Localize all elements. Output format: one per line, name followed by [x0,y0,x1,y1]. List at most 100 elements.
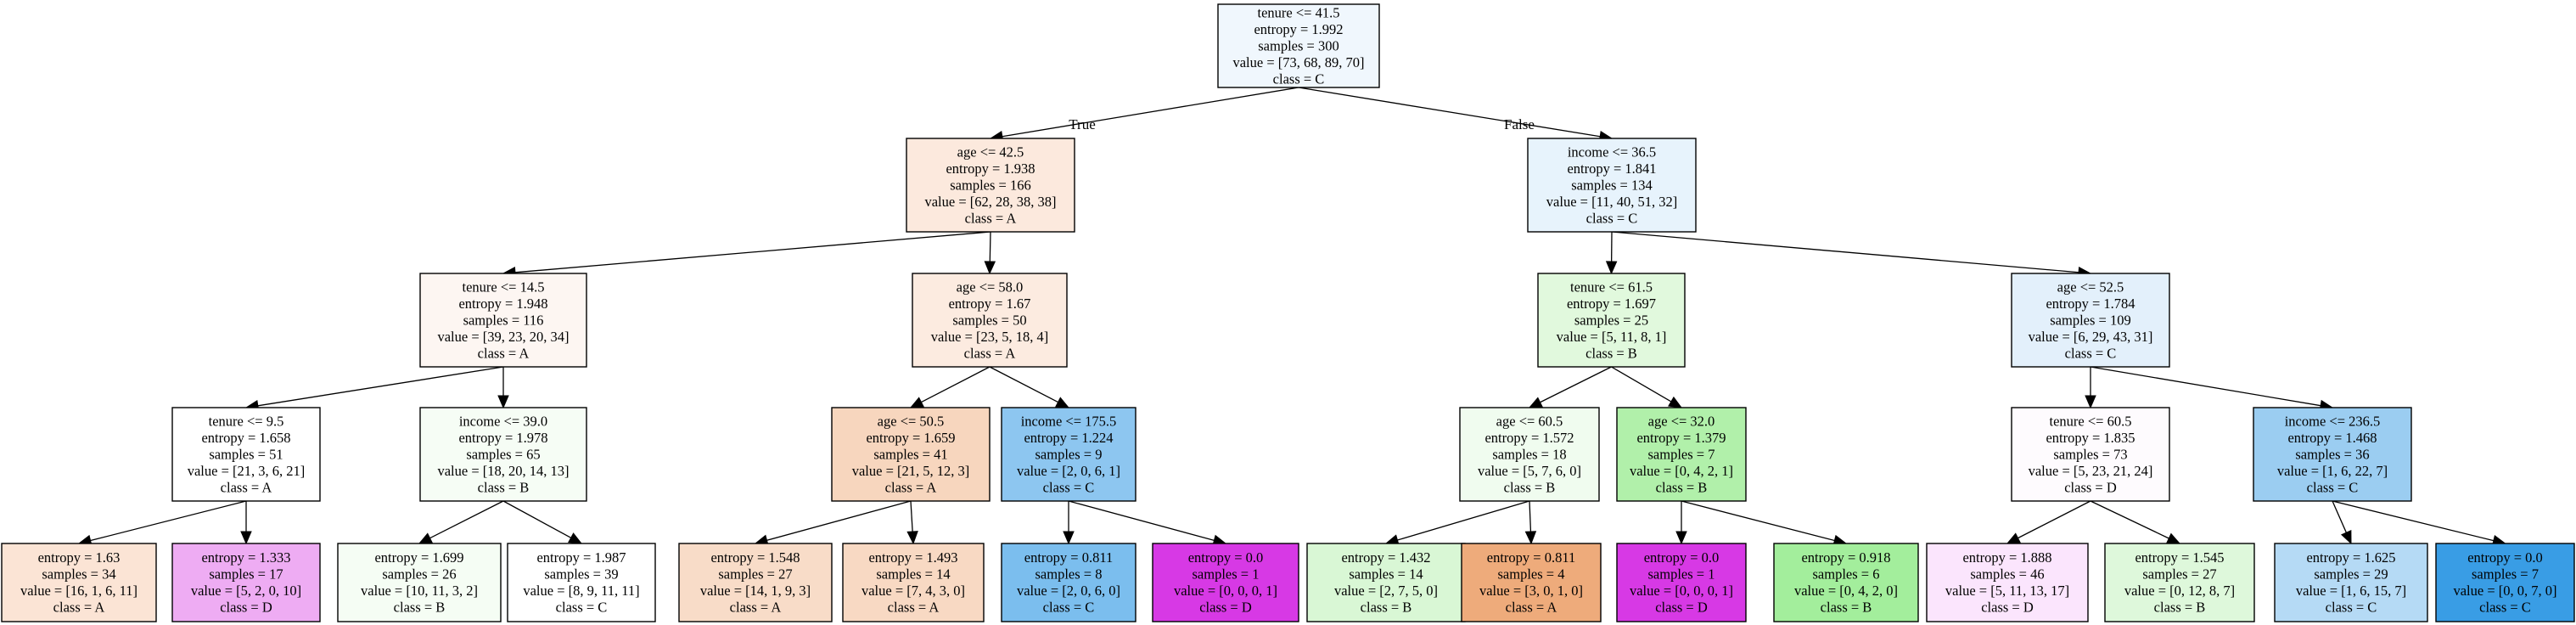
node-line: income <= 175.5 [1021,413,1117,429]
tree-edge-n0-n1 [1002,87,1299,138]
node-line: class = C [1273,70,1325,87]
node-line: entropy = 0.918 [1801,549,1890,566]
node-box [1152,543,1299,622]
node-line: value = [2, 0, 6, 1] [1017,463,1120,479]
tree-edge-n14-n29 [2332,500,2347,533]
node-line: class = C [556,600,608,616]
node-line: entropy = 1.888 [1962,549,2051,566]
arrowhead-icon [1675,531,1687,545]
node-box [2274,543,2428,622]
node-line: value = [21, 5, 12, 3] [852,463,970,479]
arrowhead-icon [2166,532,2181,544]
node-box [831,407,991,502]
node-box [1001,543,1136,622]
node-line: entropy = 1.784 [2046,296,2135,312]
node-line: entropy = 0.811 [1024,549,1113,566]
node-line: class = A [730,600,782,616]
node-line: value = [14, 1, 9, 3] [700,583,811,599]
arrowhead-icon [2085,395,2096,409]
tree-edge-n13-n28 [2090,500,2169,539]
node-line: class = C [2065,345,2117,361]
node-box [1217,3,1380,88]
tree-edge-n10-n22 [1068,500,1215,541]
node-line: class = D [1981,600,2034,616]
node-box [507,543,656,622]
node-line: value = [10, 11, 3, 2] [361,583,478,599]
node-line: class = A [888,600,940,616]
node-line: entropy = 1.658 [201,430,290,446]
node-line: class = B [1821,600,1872,616]
node-line: value = [5, 7, 6, 0] [1478,463,1581,479]
node-line: class = C [2307,479,2359,495]
node-line: entropy = 1.699 [374,549,463,566]
node-line: entropy = 0.0 [1644,549,1720,566]
node-line: samples = 27 [2142,566,2216,583]
node-line: samples = 166 [950,177,1030,193]
node-box [912,273,1068,368]
node-line: value = [5, 23, 21, 24] [2029,463,2153,479]
arrowhead-icon [240,531,252,545]
node-box [2011,407,2170,502]
node-box [171,543,321,622]
node-line: samples = 9 [1035,446,1103,462]
node-line: entropy = 1.992 [1254,21,1343,37]
arrowhead-icon [906,531,918,545]
node-line: value = [2, 7, 5, 0] [1334,583,1438,599]
node-line: value = [16, 1, 6, 11] [20,583,137,599]
node-line: samples = 109 [2050,312,2130,328]
node-box [171,407,321,502]
node-line: income <= 236.5 [2285,413,2381,429]
node-line: samples = 14 [876,566,950,583]
node-line: class = C [2326,600,2377,616]
node-line: samples = 73 [2053,446,2127,462]
node-line: samples = 300 [1258,37,1339,53]
arrowhead-icon [984,261,996,275]
node-line: samples = 7 [1648,446,1715,462]
node-line: entropy = 0.0 [1188,549,1264,566]
node-box [906,138,1075,233]
node-line: class = A [1506,600,1557,616]
node-line: value = [11, 40, 51, 32] [1546,194,1677,210]
node-line: value = [7, 4, 3, 0] [861,583,965,599]
node-line: class = A [964,345,1016,361]
node-line: value = [18, 20, 14, 13] [437,463,569,479]
node-line: class = D [1655,600,1708,616]
node-line: samples = 46 [1970,566,2044,583]
node-line: value = [1, 6, 15, 7] [2296,583,2406,599]
tree-edge-n8-n18 [502,500,572,538]
arrowhead-icon [909,397,924,408]
node-line: value = [6, 29, 43, 31] [2029,329,2153,345]
node-line: class = B [1361,600,1412,616]
node-line: income <= 36.5 [1568,144,1656,160]
node-line: samples = 7 [2472,566,2539,583]
node-line: value = [73, 68, 89, 70] [1232,54,1364,70]
tree-edge-n3-n7 [257,366,504,407]
node-line: entropy = 1.697 [1567,296,1656,312]
node-line: entropy = 1.572 [1484,430,1574,446]
tree-edge-n1-n3 [514,231,991,273]
node-line: entropy = 1.659 [866,430,955,446]
tree-edge-n11-n24 [1529,500,1532,532]
tree-edge-n9-n19 [766,500,912,541]
node-line: samples = 29 [2314,566,2388,583]
node-line: class = D [220,600,272,616]
node-line: age <= 58.0 [957,279,1024,295]
node-line: entropy = 1.548 [710,549,800,566]
arrowhead-icon [418,532,433,544]
tree-edge-n1-n4 [989,231,991,262]
node-line: samples = 17 [209,566,283,583]
node-line: entropy = 1.379 [1636,430,1726,446]
node-box [1616,543,1747,622]
node-line: samples = 6 [1813,566,1880,583]
